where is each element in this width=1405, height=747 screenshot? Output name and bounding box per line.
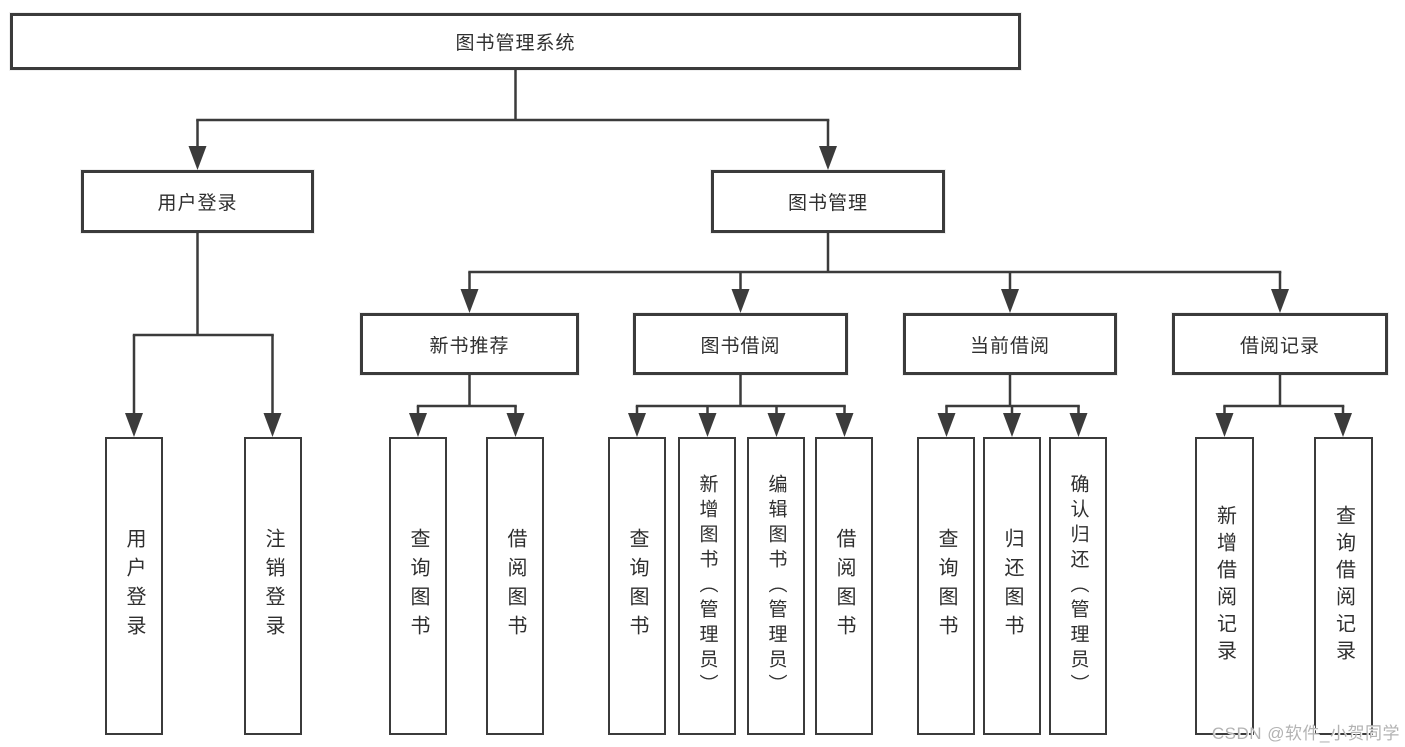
node-borrow-record: 借阅记录 xyxy=(1172,313,1388,375)
leaf-bb-add-book-admin: 新增图书（管理员） xyxy=(678,437,736,735)
leaf-logout: 注销登录 xyxy=(244,437,302,735)
leaf-br-add-record-label: 新增借阅记录 xyxy=(1213,505,1236,667)
leaf-logout-label: 注销登录 xyxy=(262,528,284,644)
leaf-user-login-label: 用户登录 xyxy=(123,528,145,644)
node-book-borrow-label: 图书借阅 xyxy=(700,335,781,357)
node-root-label: 图书管理系统 xyxy=(455,33,576,54)
leaf-cb-return-book: 归还图书 xyxy=(983,437,1041,735)
leaf-nb-query-book: 查询图书 xyxy=(389,437,447,735)
leaf-nb-borrow-book: 借阅图书 xyxy=(486,437,544,735)
leaf-bb-edit-book-admin: 编辑图书（管理员） xyxy=(747,437,805,735)
node-new-book-recommend: 新书推荐 xyxy=(360,313,579,375)
leaf-nb-query-book-label: 查询图书 xyxy=(407,528,429,644)
node-borrow-record-label: 借阅记录 xyxy=(1239,335,1320,357)
node-user-login-label: 用户登录 xyxy=(157,193,238,214)
node-current-borrow: 当前借阅 xyxy=(903,313,1117,375)
node-new-book-recommend-label: 新书推荐 xyxy=(429,335,510,357)
leaf-bb-query-book-label: 查询图书 xyxy=(626,528,648,644)
leaf-cb-query-book-label: 查询图书 xyxy=(935,528,957,644)
leaf-br-query-record-label: 查询借阅记录 xyxy=(1332,505,1355,667)
node-book-management-module: 图书管理 xyxy=(711,170,945,233)
leaf-bb-query-book: 查询图书 xyxy=(608,437,666,735)
leaf-cb-query-book: 查询图书 xyxy=(917,437,975,735)
leaf-cb-confirm-return-admin-label: 确认归还（管理员） xyxy=(1067,473,1089,699)
leaf-bb-edit-book-admin-label: 编辑图书（管理员） xyxy=(765,473,787,699)
node-book-management-label: 图书管理 xyxy=(787,193,868,214)
leaf-cb-return-book-label: 归还图书 xyxy=(1001,528,1023,644)
leaf-bb-borrow-book-label: 借阅图书 xyxy=(833,528,855,644)
node-user-login-module: 用户登录 xyxy=(81,170,314,233)
leaf-cb-confirm-return-admin: 确认归还（管理员） xyxy=(1049,437,1107,735)
node-current-borrow-label: 当前借阅 xyxy=(969,335,1050,357)
node-root-system: 图书管理系统 xyxy=(10,13,1021,70)
leaf-bb-borrow-book: 借阅图书 xyxy=(815,437,873,735)
leaf-br-add-record: 新增借阅记录 xyxy=(1195,437,1254,735)
leaf-br-query-record: 查询借阅记录 xyxy=(1314,437,1373,735)
node-book-borrow: 图书借阅 xyxy=(633,313,848,375)
leaf-user-login: 用户登录 xyxy=(105,437,163,735)
leaf-nb-borrow-book-label: 借阅图书 xyxy=(504,528,526,644)
leaf-bb-add-book-admin-label: 新增图书（管理员） xyxy=(696,473,718,699)
csdn-watermark: CSDN @软件_小贺同学 xyxy=(1211,724,1400,743)
